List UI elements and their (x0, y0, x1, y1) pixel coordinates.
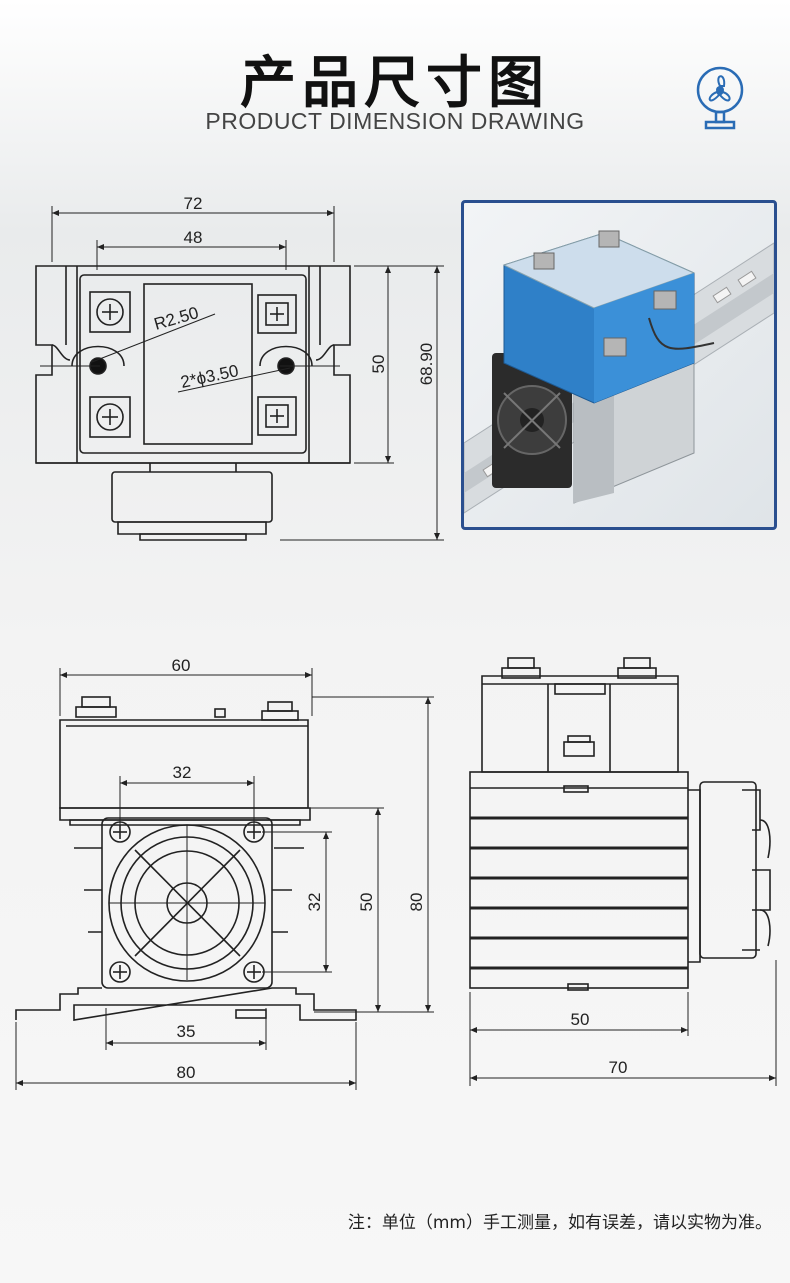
footer-note: 注：单位（mm）手工测量，如有误差，请以实物为准。 (347, 1213, 772, 1233)
dim-top-height-body: 50 (369, 355, 388, 374)
top-view-drawing (35, 265, 351, 541)
relay-photo (464, 230, 774, 514)
dim-rail-outer: 80 (177, 1063, 196, 1082)
dim-top-width-outer: 72 (184, 194, 203, 213)
dim-front-width-top: 60 (172, 656, 191, 675)
dim-fan-spacing-v: 32 (305, 893, 324, 912)
dim-side-depth-total: 70 (609, 1058, 628, 1077)
dim-top-height-total: 68.90 (417, 343, 436, 386)
dim-hole-label: 2*ϕ3.50 (179, 361, 240, 392)
dim-front-height-fan: 50 (357, 893, 376, 912)
dim-rail-inner: 35 (177, 1022, 196, 1041)
dim-side-depth-body: 50 (571, 1010, 590, 1029)
dim-front-height-total: 80 (407, 893, 426, 912)
page-title: 产品尺寸图 (240, 51, 550, 116)
product-photo (461, 200, 777, 530)
front-view-drawing (15, 696, 357, 1021)
page-subtitle: PRODUCT DIMENSION DRAWING (205, 108, 585, 134)
side-view-drawing (469, 657, 771, 991)
dim-top-width-inner: 48 (184, 228, 203, 247)
dim-fan-spacing-h: 32 (173, 763, 192, 782)
fan-icon (696, 66, 744, 130)
